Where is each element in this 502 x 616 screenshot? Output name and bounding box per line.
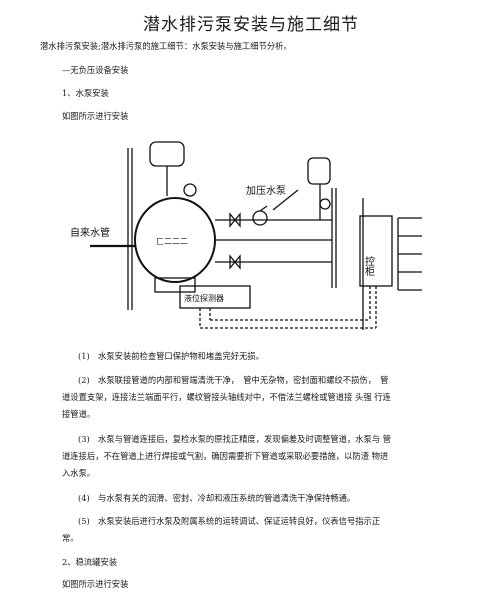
step-2-line-3: 接管道。	[62, 409, 96, 419]
subsection-heading-1: 1、水泵安装	[62, 88, 109, 98]
step-5-line-2: 常。	[62, 533, 79, 543]
label-control-cabinet: 控柜	[363, 255, 375, 277]
label-tank: 匚二二二	[156, 237, 188, 246]
installation-diagram: 加压水泵 自来水管 控柜 匚二二二 液位探测器	[70, 141, 422, 330]
subsection-heading-2: 2、稳流罐安装	[62, 557, 118, 567]
step-1: (1) 水泵安装前检查管口保护物和堵盖完好无损。	[78, 351, 264, 361]
tank-base	[154, 277, 196, 293]
step-3-line-2: 道连接后，不在管道上进行焊接或气割，确因需要折下管道或采取必要措施，以防渣 物进	[62, 451, 389, 461]
label-level-detector: 液位探测器	[184, 293, 224, 303]
step-5-line-1: (5) 水泵安装后进行水泵及附属系统的运转调试、保证运转良好，仪表信号指示正	[78, 516, 381, 526]
section-heading: —无负压设备安装	[62, 65, 129, 75]
instruction-text-1: 如图所示进行安装	[62, 111, 129, 121]
pressure-gauge-1	[183, 183, 197, 197]
step-3-line-1: (3) 水泵与管道连接后，复检水泵的原找正精度，发现偏差及时调整管道，水泵与 管	[78, 434, 392, 444]
instruction-text-2: 如图所示进行安装	[62, 579, 129, 589]
label-pump: 加压水泵	[246, 185, 286, 197]
page-title: 潜水排污泵安装与施工细节	[143, 15, 359, 35]
level-detector-box	[179, 285, 251, 309]
label-water-pipe: 自来水管	[70, 226, 110, 239]
step-3-line-3: 入水泵。	[62, 468, 96, 478]
step-4: (4) 与水泵有关的润滑、密封、冷却和液压系统的管道清洗干净保持畅通。	[78, 493, 356, 503]
pump-symbol	[252, 210, 268, 226]
step-2-line-2: 道设置支架，连接法兰端面平行，螺纹管接头轴线对中，不借法兰螺栓或管道接 头强 行…	[62, 392, 391, 402]
step-2-line-1: (2) 水泵联接管道的内部和管端清洗干净， 管中无杂物，密封面和螺纹不损伤， 管	[78, 375, 389, 385]
pressure-tank-right	[307, 157, 331, 185]
pressure-gauge-2	[319, 198, 331, 210]
valve-1	[229, 212, 241, 228]
pressure-tank-small	[149, 141, 185, 167]
intro-paragraph: 潜水排污泵安装;潜水排污泵的施工细节：水泵安装与施工细节分析。	[40, 41, 292, 51]
valve-2	[229, 254, 241, 270]
